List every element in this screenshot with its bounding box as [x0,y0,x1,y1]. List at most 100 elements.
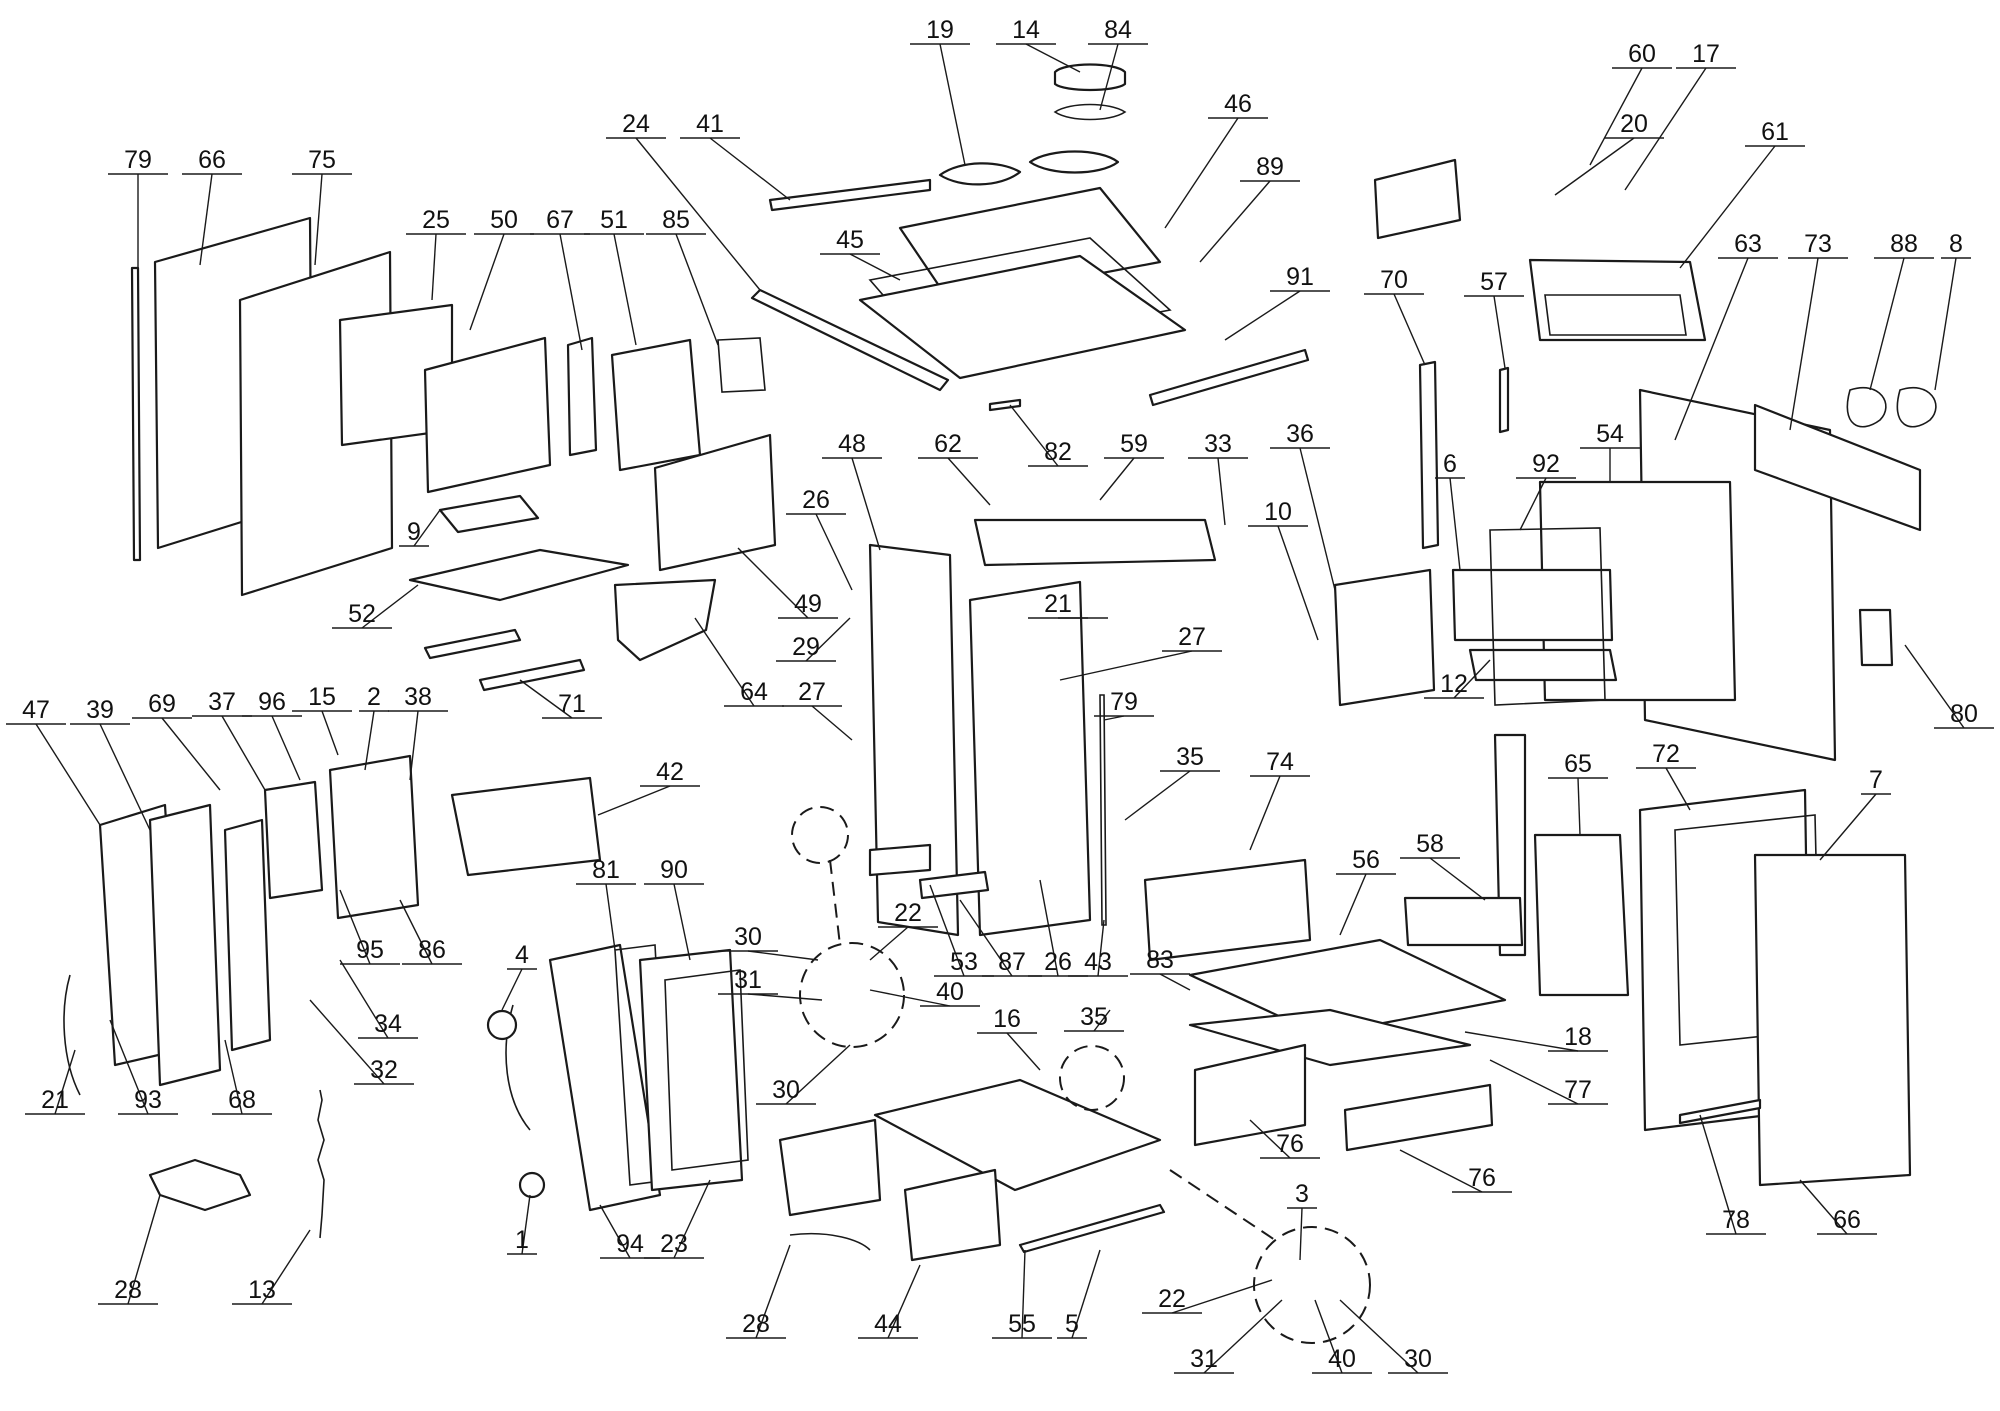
leader-line [1464,1031,1579,1052]
callout-90: 90 [660,856,688,884]
callout-59: 59 [1120,430,1148,458]
callout-40: 40 [1328,1345,1356,1373]
leader-line [959,899,1013,977]
callout-72: 72 [1652,740,1680,768]
callout-12: 12 [1440,670,1468,698]
callout-35: 35 [1176,743,1204,771]
callout-80: 80 [1950,700,1978,728]
leader-line [1314,1299,1343,1374]
front-frame-right [968,580,1092,937]
callout-74: 74 [1266,748,1294,776]
leader-line [747,993,823,1001]
plinth-right [1343,1083,1494,1152]
side-panel-right-cover [1753,853,1912,1187]
callout-92: 92 [1532,450,1560,478]
insulation-plate [1858,608,1894,667]
ash-tray-bar [423,628,522,660]
leader-line [694,617,755,707]
leader-line [811,705,853,741]
leader-line [785,1044,851,1105]
grate [438,494,540,534]
callout-15: 15 [308,683,336,711]
callout-26: 26 [802,486,830,514]
leader-line [849,253,901,281]
flue-box [1373,158,1462,240]
callout-49: 49 [794,590,822,618]
callout-34: 34 [374,1010,402,1038]
oven-rack-frame [1489,527,1606,706]
side-panel-right [1533,833,1630,997]
leader-line [755,1244,791,1339]
oven-side-rack [1333,568,1436,707]
callout-82: 82 [1044,438,1072,466]
leader-line [1171,1279,1273,1314]
detail-dash-line-2 [829,859,841,946]
callout-36: 36 [1286,420,1314,448]
leader-line [887,1264,921,1339]
callout-39: 39 [86,696,114,724]
leader-line [1097,919,1105,977]
callout-6: 6 [1443,450,1457,478]
leader-line [1249,1119,1291,1159]
callout-57: 57 [1480,268,1508,296]
callout-54: 54 [1596,420,1624,448]
detail-dash-line [1169,1169,1276,1241]
callout-60: 60 [1628,40,1656,68]
callout-26: 26 [1044,948,1072,976]
leader-line [1799,1179,1848,1235]
callout-51: 51 [600,206,628,234]
callout-4: 4 [515,941,529,969]
drawer-body [873,1078,1162,1192]
leader-line [1399,1149,1483,1193]
leader-lines [6,43,1994,1374]
leader-line [1299,447,1336,591]
door-knob-2 [518,1171,546,1199]
leader-line [1453,659,1491,699]
callout-78: 78 [1722,1206,1750,1234]
leader-line [221,715,266,791]
leader-line [613,233,637,346]
leader-line [1006,1032,1041,1071]
leader-line [947,457,991,506]
firebox-door-panel [223,818,272,1052]
leader-line [161,717,221,791]
callout-88: 88 [1890,230,1918,258]
drawer-runner [1018,1203,1166,1254]
leader-line [399,899,433,965]
firebox-front-liner [653,433,777,572]
callout-46: 46 [1224,90,1252,118]
leader-line [1249,775,1281,851]
leader-line [1103,715,1125,721]
callout-20: 20 [1620,110,1648,138]
callout-52: 52 [348,600,376,628]
leader-line [1393,293,1426,366]
leader-line [1021,1249,1026,1339]
callout-85: 85 [662,206,690,234]
leader-line [1589,67,1643,166]
callout-13: 13 [248,1276,276,1304]
front-top-rail [973,518,1217,567]
callout-76: 76 [1468,1164,1496,1192]
callout-71: 71 [558,690,586,718]
leader-line [314,173,323,266]
leader-line [1059,650,1193,681]
callout-30: 30 [1404,1345,1432,1373]
leader-line [261,1229,311,1305]
oven-door-glass-outer [638,948,744,1192]
firebox-door-liner [328,754,420,920]
callout-86: 86 [418,936,446,964]
callout-93: 93 [134,1086,162,1114]
ash-cover-plate [868,843,932,877]
leader-line [869,989,951,1007]
callout-33: 33 [1204,430,1232,458]
leader-line [1099,43,1119,111]
callout-22: 22 [894,899,922,927]
leader-line [599,1204,631,1259]
callout-70: 70 [1380,266,1408,294]
oven-door-frame [548,943,662,1212]
callout-73: 73 [1804,230,1832,258]
callout-69: 69 [148,690,176,718]
callout-37: 37 [208,688,236,716]
